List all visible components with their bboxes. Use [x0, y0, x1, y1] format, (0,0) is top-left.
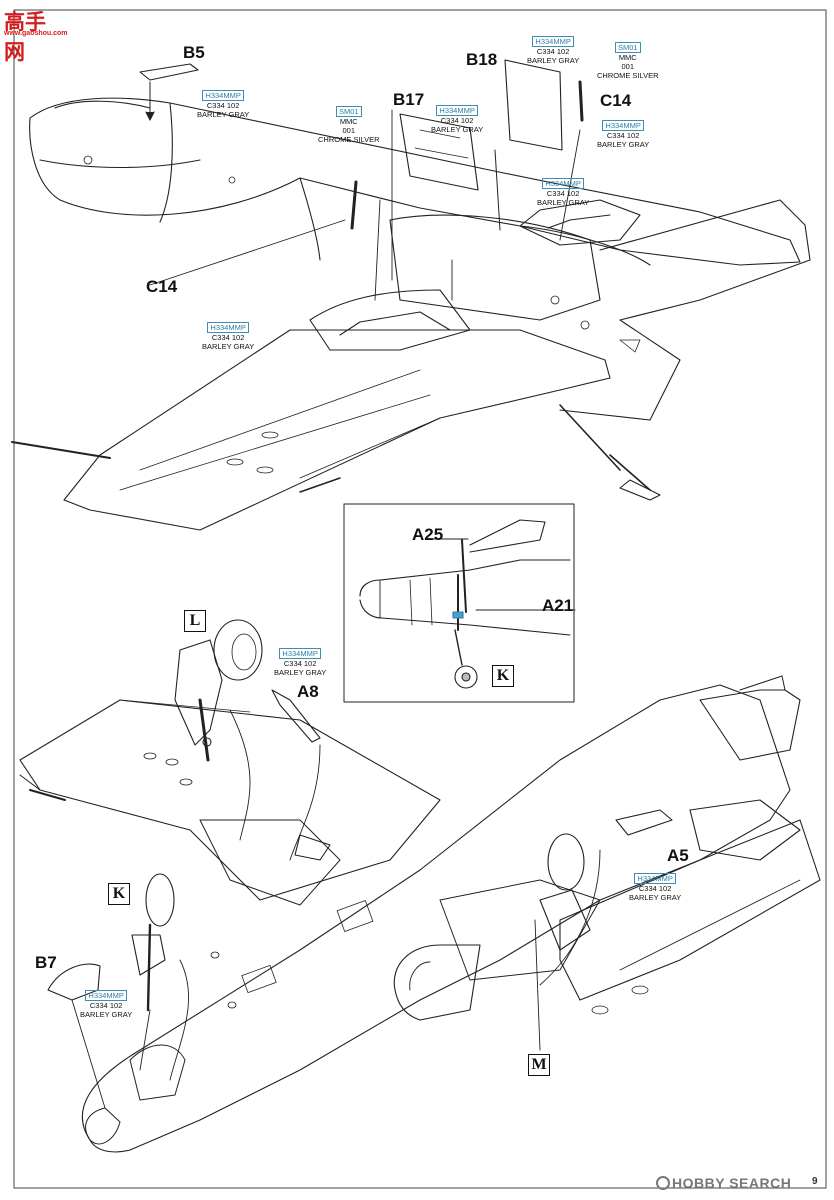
paint-number: C334 102: [546, 189, 580, 198]
watermark-url-text: www.gaoshou.com: [4, 30, 68, 37]
paint-code: H334MMP: [542, 178, 584, 189]
paint-name: BARLEY GRAY: [431, 125, 484, 134]
hobby-search-logo-icon: [656, 1176, 670, 1190]
paint-number: C334 102: [283, 659, 317, 668]
page-number: 9: [812, 1176, 818, 1187]
paint-name: BARLEY GRAY: [537, 198, 590, 207]
hobby-search-watermark: HOBBY SEARCH: [672, 1175, 792, 1191]
site-watermark-logo: 高手网 www.gaoshou.com: [4, 6, 68, 64]
paint-code: H334MMP: [634, 873, 676, 884]
part-label-a8: A8: [297, 682, 319, 701]
part-label-b18: B18: [466, 50, 498, 69]
part-label-b7: B7: [35, 953, 57, 972]
part-label-c14-right: C14: [600, 91, 632, 110]
bottom-aircraft-drawing: [19, 619, 821, 1153]
paint-number: C334 102: [536, 47, 570, 56]
paint-callout-l-gear: H334MMP C334 102 BARLEY GRAY: [274, 648, 326, 677]
paint-number: C334 102: [606, 131, 640, 140]
paint-mmc: MMC: [339, 117, 358, 126]
paint-number: C334 102: [440, 116, 474, 125]
paint-number: C334 102: [211, 333, 245, 342]
paint-name: BARLEY GRAY: [629, 893, 682, 902]
paint-name: BARLEY GRAY: [202, 342, 255, 351]
nose-gear-inset-drawing: [343, 503, 576, 703]
boxed-label-l: L: [184, 610, 206, 632]
paint-name: BARLEY GRAY: [597, 140, 650, 149]
paint-callout-b7: H334MMP C334 102 BARLEY GRAY: [80, 990, 132, 1019]
boxed-label-m: M: [528, 1054, 550, 1076]
part-label-a21: A21: [542, 596, 574, 615]
paint-number: C334 102: [638, 884, 672, 893]
part-label-a5: A5: [667, 846, 689, 865]
paint-number: C334 102: [89, 1001, 123, 1010]
paint-name: BARLEY GRAY: [197, 110, 250, 119]
paint-code: H334MMP: [532, 36, 574, 47]
paint-number: 001: [342, 126, 356, 135]
watermark-cn-text: 高手网: [4, 10, 46, 64]
top-aircraft-drawing: [11, 59, 811, 531]
paint-callout-rear-cockpit: H334MMP C334 102 BARLEY GRAY: [537, 178, 589, 207]
paint-name: CHROME SILVER: [318, 135, 380, 144]
paint-callout-front-cockpit: H334MMP C334 102 BARLEY GRAY: [202, 322, 254, 351]
paint-code: H334MMP: [207, 322, 249, 333]
paint-callout-a5: H334MMP C334 102 BARLEY GRAY: [629, 873, 681, 902]
paint-code: H334MMP: [602, 120, 644, 131]
paint-code: H334MMP: [202, 90, 244, 101]
paint-code: H334MMP: [85, 990, 127, 1001]
paint-mmc: MMC: [618, 53, 637, 62]
paint-number: C334 102: [206, 101, 240, 110]
paint-code: SM01: [614, 42, 641, 53]
paint-callout-b17-chrome: SM01 MMC 001 CHROME SILVER: [318, 106, 380, 144]
paint-callout-b17-gray: H334MMP C334 102 BARLEY GRAY: [431, 105, 483, 134]
paint-code: SM01: [335, 106, 362, 117]
paint-name: BARLEY GRAY: [527, 56, 580, 65]
paint-callout-c14-gray: H334MMP C334 102 BARLEY GRAY: [597, 120, 649, 149]
paint-name: CHROME SILVER: [597, 71, 659, 80]
paint-code: H334MMP: [279, 648, 321, 659]
paint-callout-c14-chrome: SM01 MMC 001 CHROME SILVER: [597, 42, 659, 80]
paint-callout-b18: H334MMP C334 102 BARLEY GRAY: [527, 36, 579, 65]
boxed-label-k-inset: K: [492, 665, 514, 687]
part-label-b17: B17: [393, 90, 425, 109]
paint-code: H334MMP: [436, 105, 478, 116]
paint-callout-b5: H334MMP C334 102 BARLEY GRAY: [197, 90, 249, 119]
part-label-b5: B5: [183, 43, 205, 62]
part-label-a25: A25: [412, 525, 444, 544]
boxed-label-k: K: [108, 883, 130, 905]
paint-name: BARLEY GRAY: [80, 1010, 133, 1019]
paint-name: BARLEY GRAY: [274, 668, 327, 677]
paint-number: 001: [621, 62, 635, 71]
part-label-c14-left: C14: [146, 277, 178, 296]
